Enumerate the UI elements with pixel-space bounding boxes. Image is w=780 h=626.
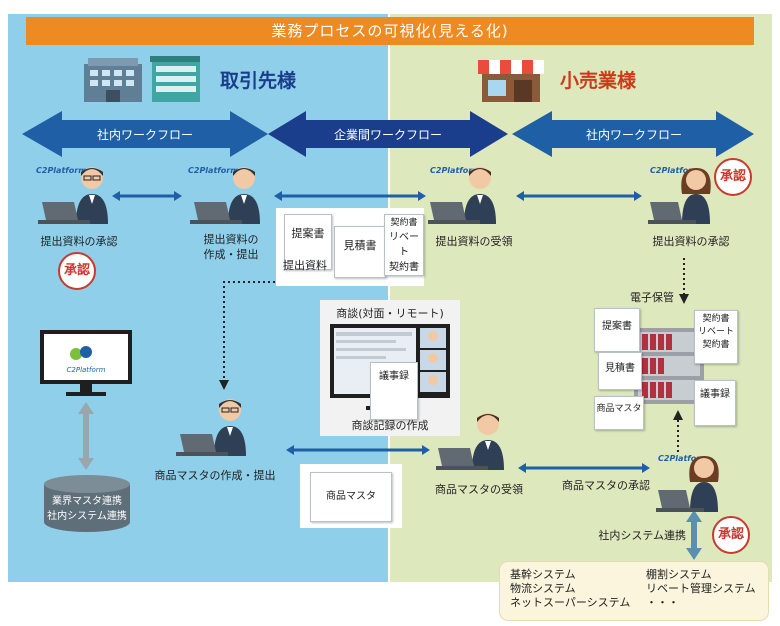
approval-stamp: 承認 (58, 252, 96, 290)
label-approve-partner: 提出資料の承認 (40, 235, 118, 248)
label-receive: 提出資料の受領 (435, 235, 513, 248)
approval-stamp: 承認 (714, 158, 752, 196)
c2platform-logo: C2Platform (650, 166, 701, 175)
person-with-glasses-icon (176, 399, 246, 456)
approver-retailer: C2Platform (648, 164, 728, 230)
systems-column-2: 棚割システム リベート管理システム ・・・ (646, 568, 756, 609)
meeting-caption: 商談記録の作成 (351, 419, 429, 432)
label-create-submit: 提出資料の 作成・提出 (203, 233, 259, 261)
page-title-banner: 業務プロセスの可視化(見える化) (26, 17, 754, 45)
systems-column-1: 基幹システム 物流システム ネットスーパーシステム (510, 568, 631, 609)
right-workflow-arrow (512, 111, 754, 157)
stored-estimate: 見積書 (598, 352, 642, 390)
c2platform-logo: C2Platform (430, 166, 481, 175)
receiver-retailer: C2Platform (428, 164, 518, 230)
monitor-with-logo-icon: C2Platform (40, 330, 132, 396)
minutes-document: 議事録 (370, 362, 418, 420)
businesswoman-icon (656, 456, 719, 512)
store-icon (478, 60, 544, 102)
businessman-icon (436, 413, 504, 470)
meeting-card: 商談(対面・リモート) 議事録 商談記録の作成 (320, 300, 460, 436)
product-master-document: 商品マスタ (310, 472, 392, 522)
c2platform-logo: C2Platform (188, 166, 239, 175)
partner-title: 取引先様 (220, 70, 297, 92)
database-icon (44, 475, 130, 532)
c2platform-logo: C2Platform (67, 366, 106, 374)
c2platform-logo: C2Platform (36, 166, 87, 175)
middle-workflow-arrow (268, 111, 508, 157)
workflow-label-left: 社内ワークフロー (97, 127, 193, 142)
left-workflow-arrow (22, 111, 268, 157)
stored-rebate-contract: 契約書 リベート 契約書 (694, 310, 738, 364)
proposal-document: 提案書 (284, 214, 332, 270)
label-master-approve: 商品マスタの承認 (562, 479, 650, 492)
creator-partner: C2Platform (186, 164, 276, 230)
master-receiver (436, 410, 526, 476)
person-with-glasses-icon (38, 167, 108, 224)
master-creator (172, 396, 262, 462)
retailer-title: 小売業様 (560, 70, 637, 92)
stored-product-master: 商品マスタ (594, 396, 644, 430)
c2platform-logo: C2Platform (658, 454, 709, 463)
businessman-icon (428, 167, 496, 224)
database-label: 業界マスタ連携 社内システム連携 (47, 496, 127, 522)
electronic-storage: 提案書 見積書 商品マスタ 契約書 リベート 契約書 議事録 (590, 306, 750, 430)
estimate-document: 見積書 (334, 226, 386, 278)
rebate-contract-document: 契約書 リベート 契約書 (384, 214, 424, 276)
storage-label: 電子保管 (630, 291, 674, 304)
label-master-create: 商品マスタの作成・提出 (154, 469, 276, 482)
label-approve-retailer: 提出資料の承認 (652, 235, 730, 248)
meeting-title: 商談(対面・リモート) (336, 307, 444, 320)
approver-partner: C2Platform (34, 164, 124, 230)
workflow-label-middle: 企業間ワークフロー (334, 127, 442, 142)
label-master-receive: 商品マスタの受領 (435, 483, 523, 496)
workflow-label-right: 社内ワークフロー (586, 127, 682, 142)
file-cabinet-icon (634, 328, 704, 404)
stored-proposal: 提案書 (594, 308, 640, 352)
businesswoman-icon (648, 168, 711, 224)
stored-minutes: 議事録 (694, 380, 736, 426)
internal-system-link-label: 社内システム連携 (598, 529, 686, 542)
internal-systems-box: 基幹システム 物流システム ネットスーパーシステム 棚割システム リベート管理シ… (500, 562, 768, 620)
approval-stamp: 承認 (712, 516, 750, 554)
master-approver: C2Platform (656, 452, 736, 518)
office-building-icon (84, 56, 200, 102)
businessman-icon (190, 167, 260, 224)
submitted-documents: 提案書 見積書 契約書 リベート 契約書 提出資料 (276, 208, 424, 286)
product-master-card: 商品マスタ (300, 464, 402, 528)
documents-caption: 提出資料 (283, 259, 327, 272)
